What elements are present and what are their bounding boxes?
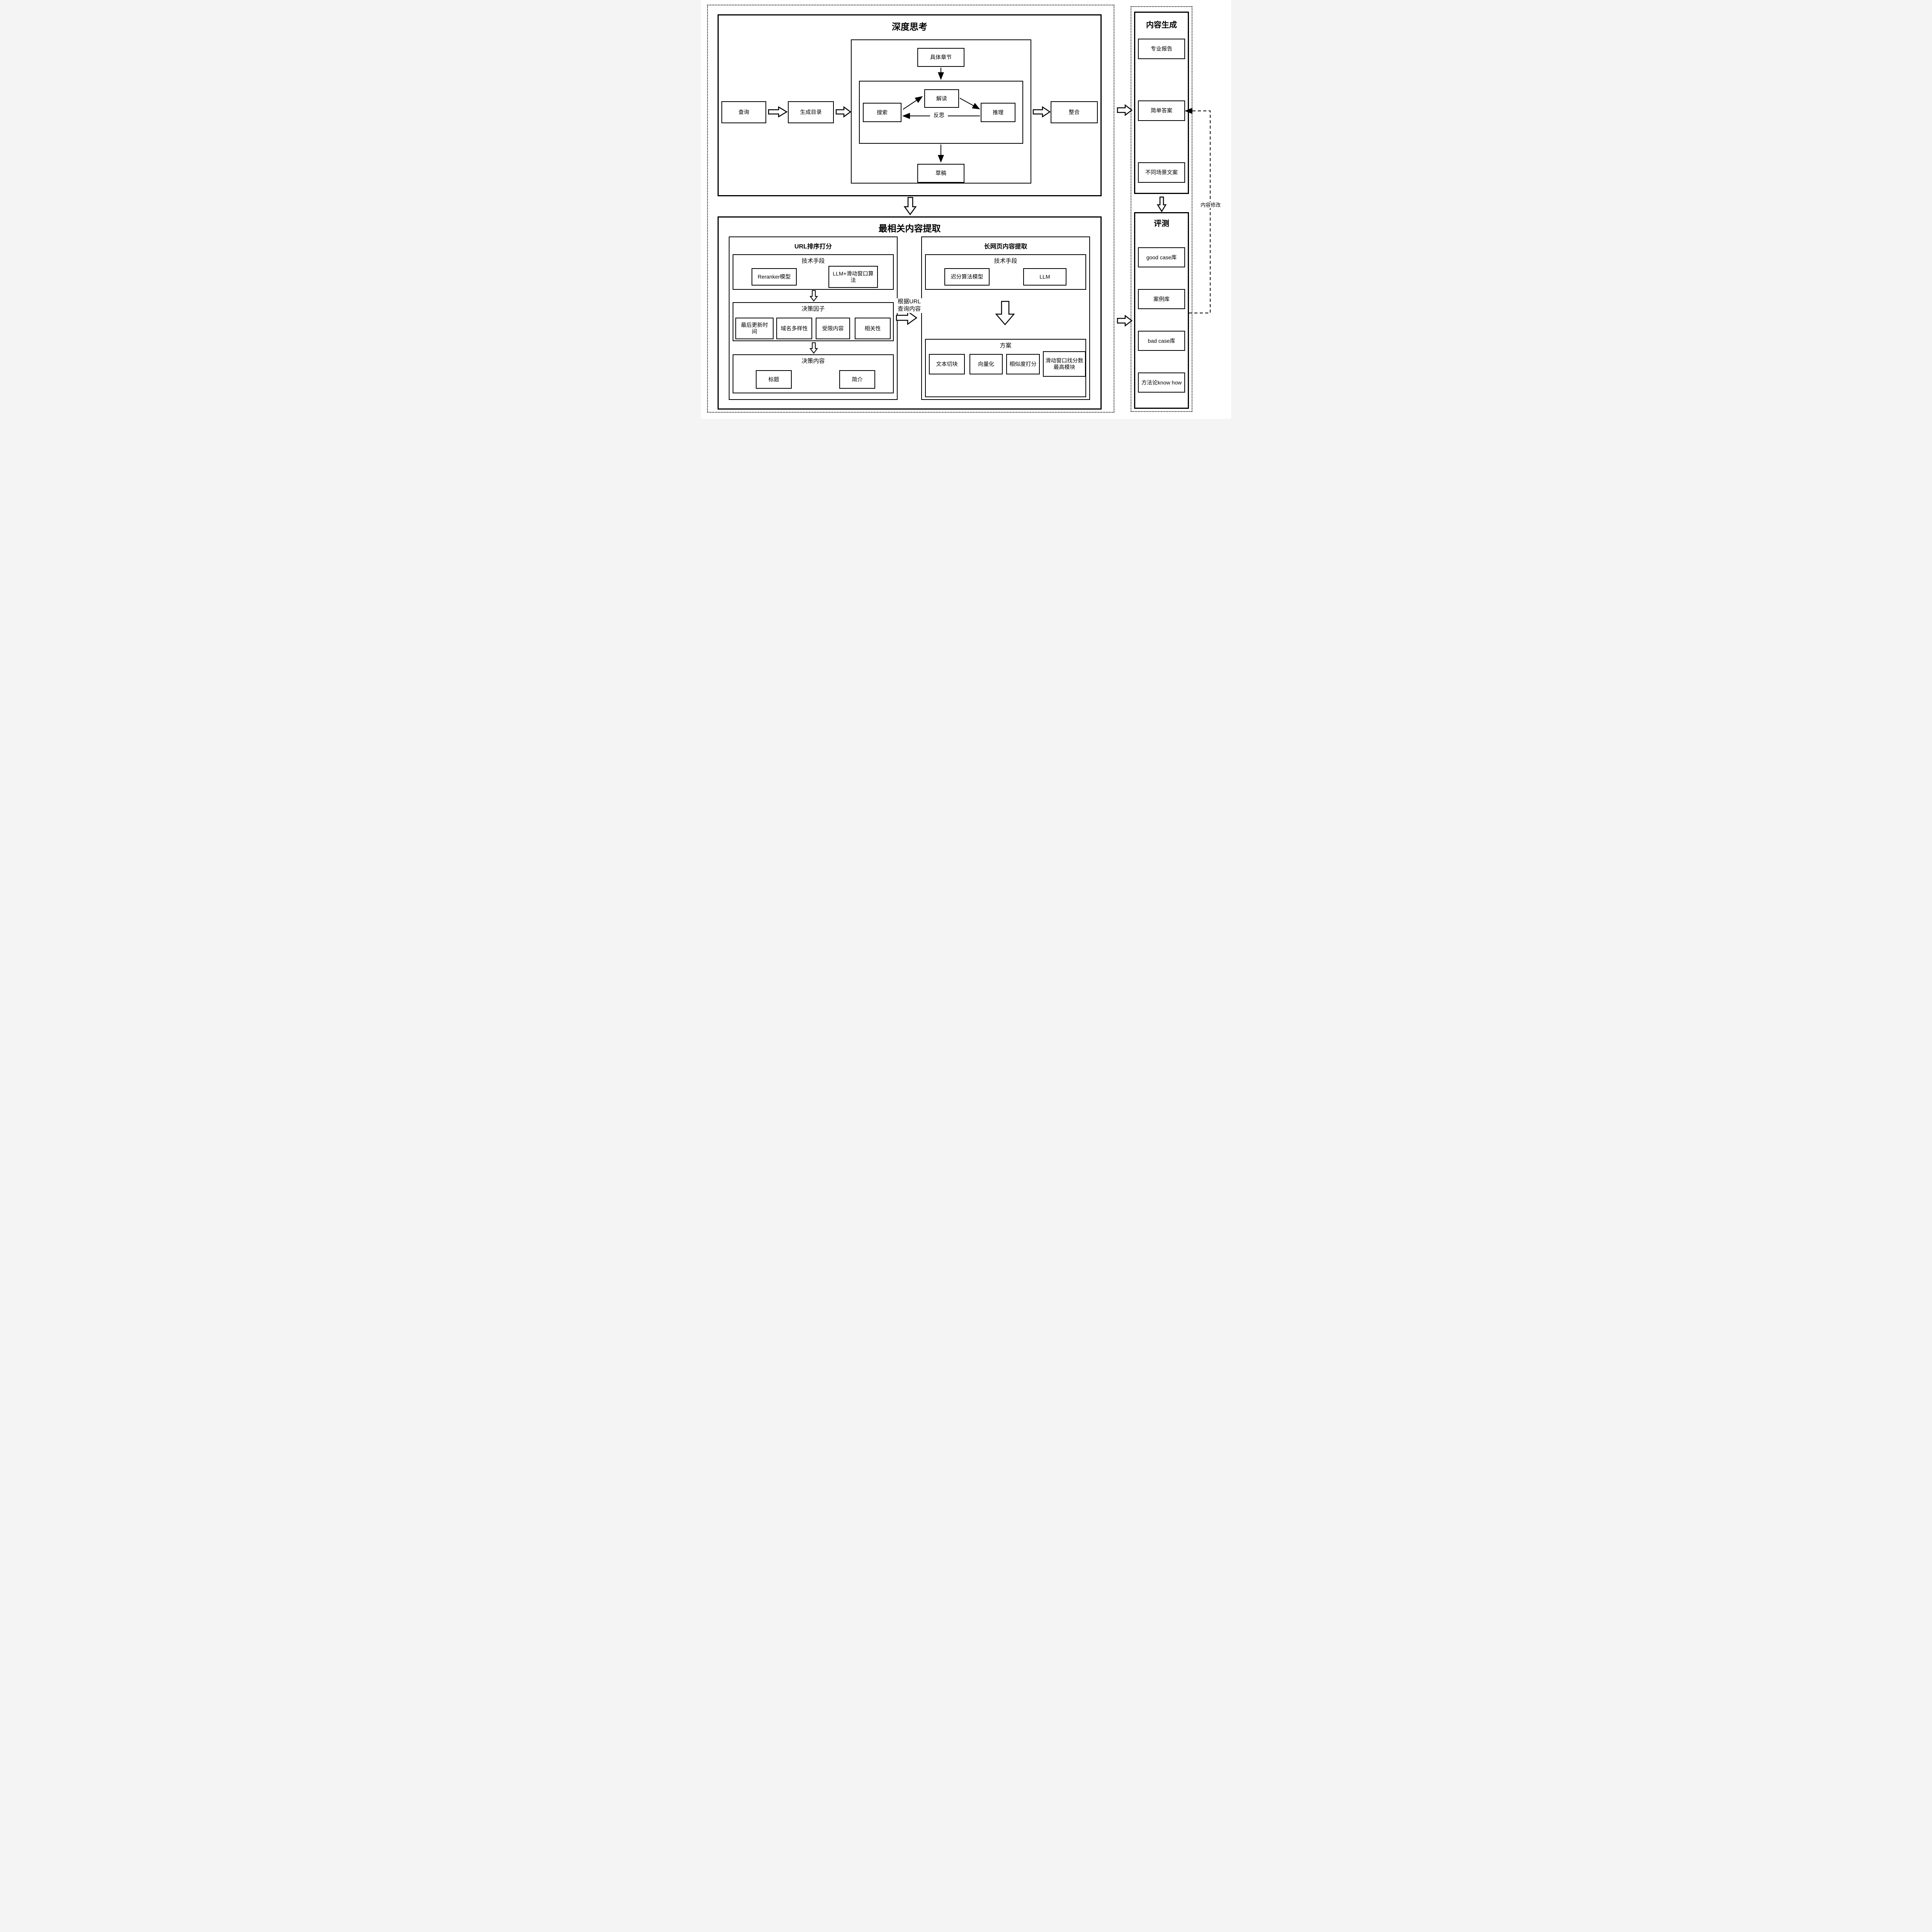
url-tech-label: 技术手段	[801, 258, 825, 264]
node-restricted-content: 受限内容	[816, 318, 850, 339]
node-methodology-knowhow: 方法论know how	[1138, 372, 1185, 393]
node-integrate: 整合	[1051, 101, 1098, 123]
node-text-chunking: 文本切块	[929, 354, 965, 374]
decision-content-label: 决策内容	[801, 358, 825, 364]
node-scenario-copy: 不同场景文案	[1138, 162, 1185, 183]
node-reranker: Reranker模型	[752, 268, 797, 286]
node-good-case-lib: good case库	[1138, 247, 1185, 267]
node-late-chunking: 迟分算法模型	[944, 268, 990, 286]
node-llm: LLM	[1023, 268, 1066, 286]
decision-factor-label: 决策因子	[801, 306, 825, 312]
node-specific-chapter: 具体章节	[917, 48, 964, 67]
block-arrow-deep-to-generation	[1117, 104, 1133, 116]
node-interpret: 解读	[924, 89, 959, 108]
plan-label: 方案	[1000, 342, 1012, 349]
node-bad-case-lib: bad case库	[1138, 331, 1185, 351]
node-reasoning: 推理	[981, 103, 1015, 122]
node-domain-diversity: 域名多样性	[776, 318, 812, 339]
node-simple-answer: 简单答案	[1138, 100, 1185, 121]
node-draft: 草稿	[917, 164, 964, 183]
node-vectorize: 向量化	[969, 354, 1003, 374]
bridge-label: 根据URL查询内容	[896, 298, 922, 313]
deep-thinking-title: 深度思考	[892, 22, 927, 32]
feedback-label: 内容修改	[1197, 202, 1224, 209]
content-generation-title: 内容生成	[1146, 21, 1177, 29]
node-llm-sliding-window: LLM+滑动窗口算法	[828, 266, 878, 288]
node-case-lib: 案例库	[1138, 289, 1185, 309]
node-relevance: 相关性	[855, 318, 891, 339]
reflection-label: 反思	[930, 112, 948, 119]
left-dotted-container	[707, 5, 1114, 413]
node-intro: 简介	[839, 370, 875, 389]
node-professional-report: 专业报告	[1138, 39, 1185, 59]
url-ranking-title: URL排序打分	[794, 243, 832, 250]
evaluation-title: 评测	[1154, 219, 1169, 228]
node-similarity-score: 相似度打分	[1006, 354, 1040, 374]
block-arrow-extraction-to-evaluation	[1117, 315, 1133, 327]
node-generate-toc: 生成目录	[788, 101, 834, 123]
extraction-title: 最相关内容提取	[878, 223, 941, 233]
long-tech-label: 技术手段	[994, 258, 1017, 264]
node-search: 搜索	[863, 103, 901, 122]
long-page-title: 长网页内容提取	[984, 243, 1027, 250]
node-title: 标题	[756, 370, 792, 389]
node-sliding-window-best: 滑动窗口找分数最高模块	[1043, 351, 1086, 377]
flowchart-canvas: 深度思考 查询 生成目录 具体章节 解读 搜索 推理 反思 草稿 整合 最相关内…	[701, 0, 1231, 419]
node-query: 查询	[721, 101, 766, 123]
node-last-update-time: 最后更新时间	[735, 318, 774, 339]
